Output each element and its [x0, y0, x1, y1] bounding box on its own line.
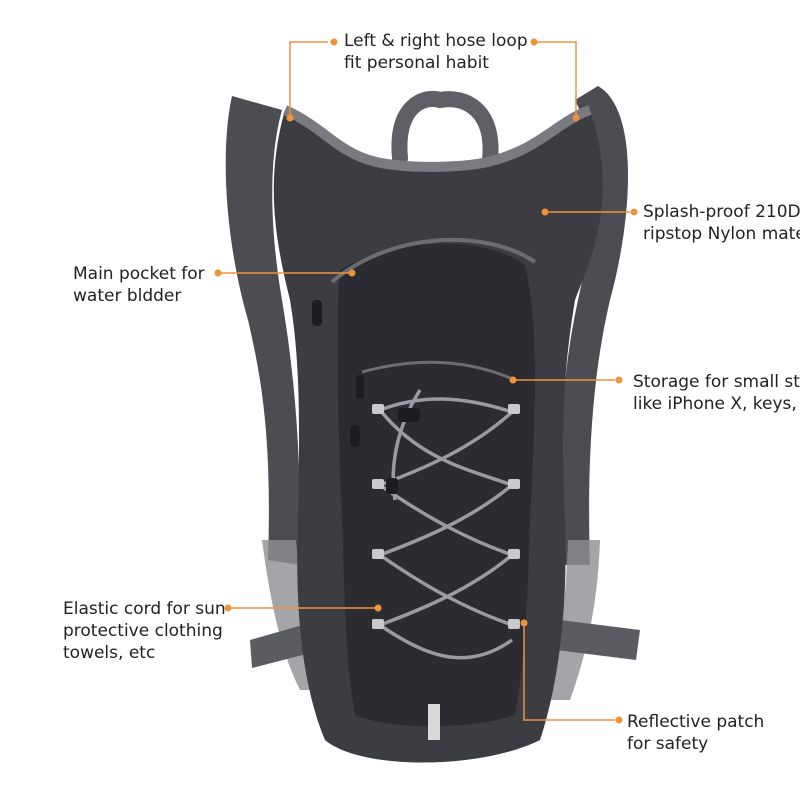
main-zipper	[330, 237, 537, 284]
callout-elastic-cord: Elastic cord for sun protective clothing…	[63, 598, 226, 664]
callout-hose-loop-line1: Left & right hose loop	[344, 31, 528, 51]
callout-storage-line2: like iPhone X, keys, e	[633, 394, 800, 414]
callout-storage: Storage for small stu like iPhone X, key…	[633, 371, 800, 415]
callout-hose-loop: Left & right hose loop fit personal habi…	[344, 30, 528, 74]
callout-dots	[214, 38, 638, 724]
zipper-pull-storage	[356, 375, 364, 399]
callout-elastic-cord-line2: protective clothing	[63, 621, 223, 641]
left-shoulder-strap	[225, 96, 301, 565]
top-handle	[391, 90, 499, 168]
callout-storage-line1: Storage for small stu	[633, 372, 800, 392]
callout-hose-loop-line2: fit personal habit	[344, 53, 489, 73]
callout-main-pocket-line2: water bldder	[73, 286, 182, 306]
callout-material-line1: Splash-proof 210D	[643, 202, 800, 222]
callout-lines	[218, 41, 630, 721]
callout-elastic-cord-line3: towels, etc	[63, 643, 156, 663]
callout-material: Splash-proof 210D ripstop Nylon mate	[643, 201, 800, 245]
cord-loops	[372, 404, 520, 629]
cord-lock	[398, 408, 420, 422]
right-side-mesh	[548, 540, 600, 700]
callout-elastic-cord-line1: Elastic cord for sun	[63, 599, 226, 619]
zipper-pull-lower	[350, 425, 360, 447]
cord-end	[386, 478, 398, 494]
top-trim	[282, 105, 592, 172]
right-shoulder-strap	[559, 86, 629, 565]
front-panel	[337, 243, 535, 727]
callout-reflective: Reflective patch for safety	[627, 711, 764, 755]
reflective-patch	[428, 704, 440, 740]
callout-main-pocket-line1: Main pocket for	[73, 264, 205, 284]
zipper-pull-left	[312, 300, 322, 326]
storage-zipper	[361, 360, 516, 382]
callout-material-line2: ripstop Nylon mate	[643, 224, 800, 244]
right-lower-strap	[556, 620, 640, 660]
callout-reflective-line2: for safety	[627, 734, 709, 754]
callout-main-pocket: Main pocket for water bldder	[73, 263, 205, 307]
callout-reflective-line1: Reflective patch	[627, 712, 765, 732]
